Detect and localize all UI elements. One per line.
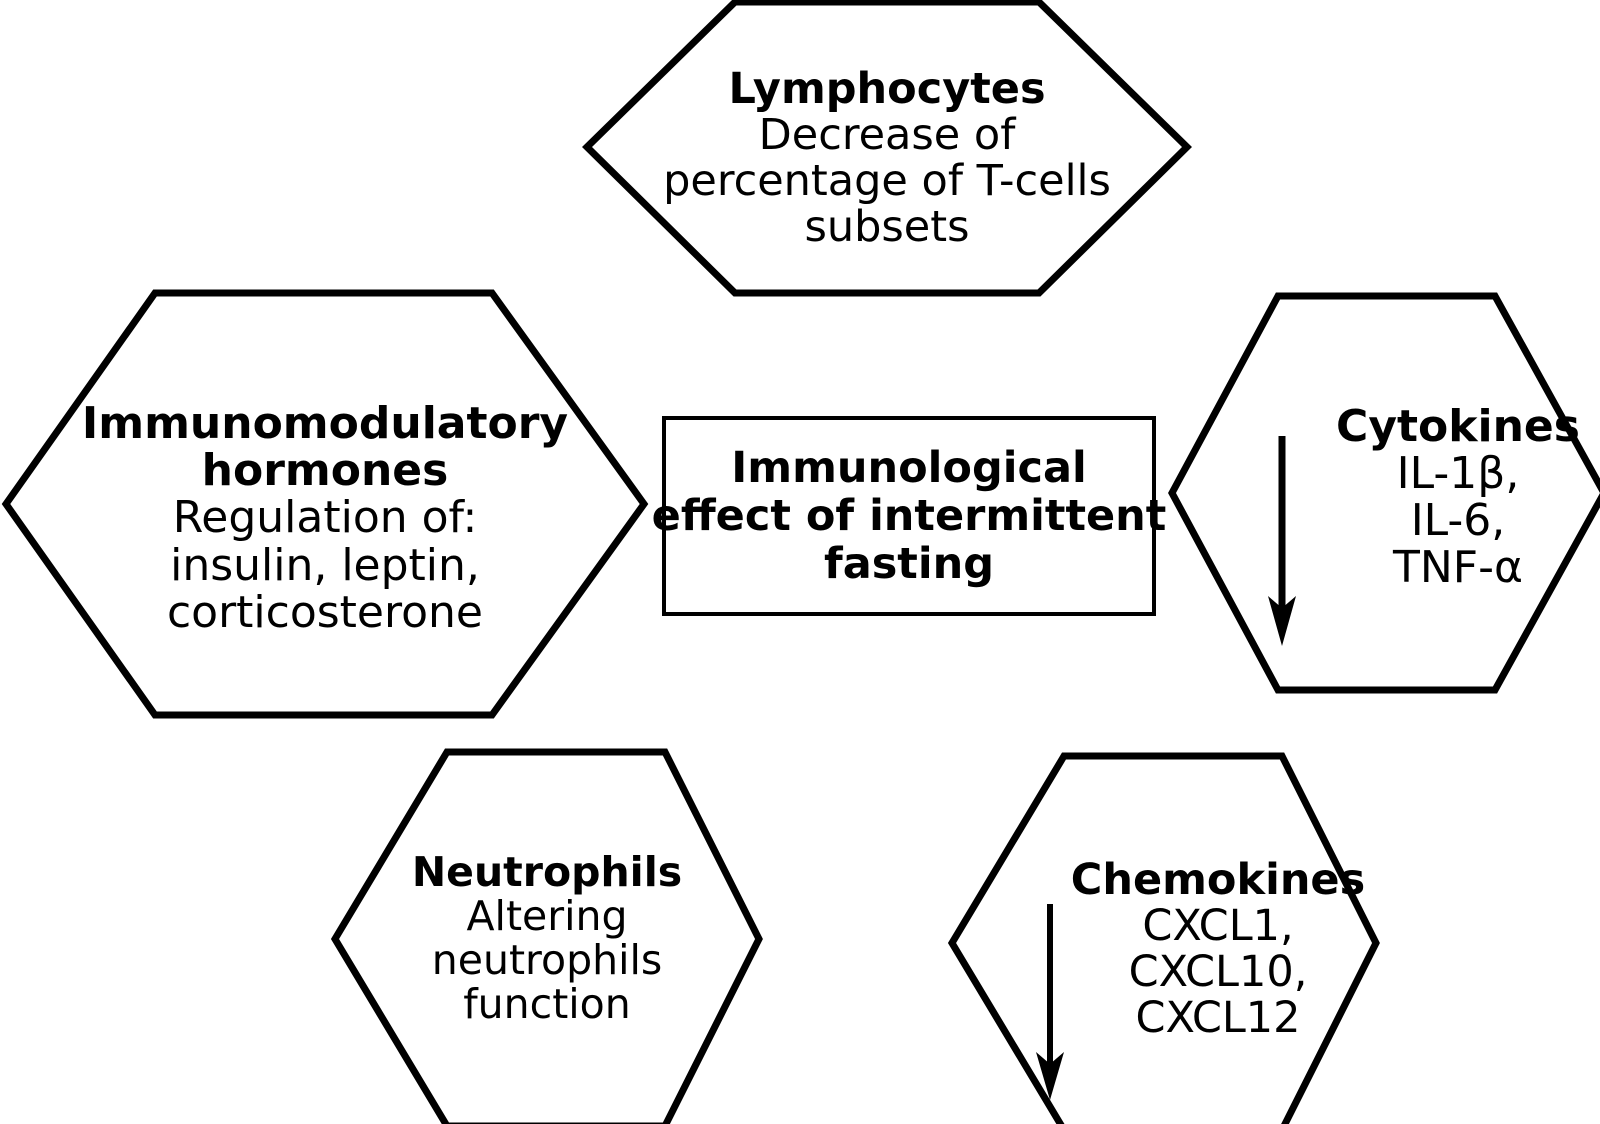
- node-center-immunological-effect[interactable]: Immunological effect of intermittent fas…: [648, 402, 1166, 616]
- hexagon-shape-neutrophils: [330, 748, 763, 1124]
- hexagon-shape-cytokines: [1168, 292, 1600, 694]
- node-immunomodulatory-hormones[interactable]: Immunomodulatory hormones Regulation of:…: [1, 289, 649, 719]
- node-cytokines[interactable]: Cytokines IL-1β, IL-6, TNF-α: [1168, 292, 1600, 694]
- node-neutrophils[interactable]: Neutrophils Altering neutrophils functio…: [330, 748, 763, 1124]
- hexagon-shape-chemokines: [947, 752, 1380, 1124]
- hexagon-shape-hormones: [1, 289, 649, 719]
- node-lymphocytes[interactable]: Lymphocytes Decrease of percentage of T-…: [582, 0, 1192, 297]
- center-rectangle-shape: [662, 416, 1156, 616]
- hexagon-shape-lymphocytes: [582, 0, 1192, 297]
- node-chemokines[interactable]: Chemokines CXCL1, CXCL10, CXCL12: [947, 752, 1380, 1124]
